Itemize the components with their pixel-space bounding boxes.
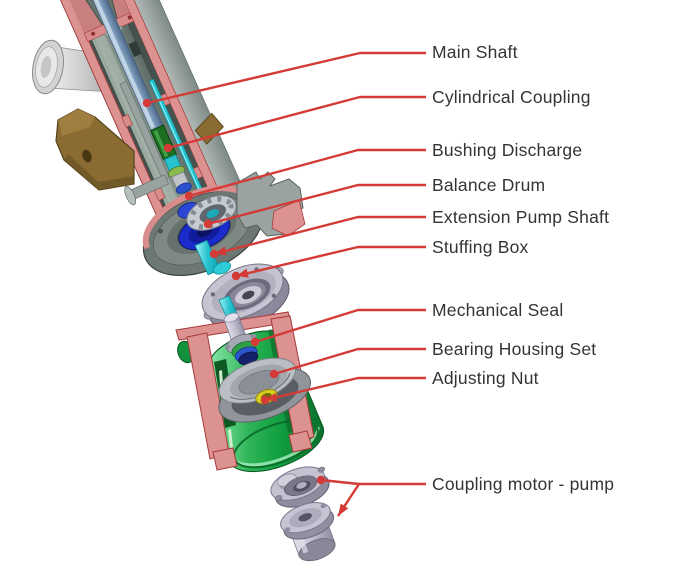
blue-spacer-ring	[175, 182, 192, 194]
label-main-shaft: Main Shaft	[432, 42, 518, 62]
drain-pipe	[119, 80, 170, 206]
leader-stuffing-box	[235, 245, 426, 278]
leader-mechanical-seal	[254, 308, 426, 344]
pump-casing-cutaway	[58, 0, 251, 242]
leader-bearing-housing-set	[273, 347, 426, 376]
foot-bracket	[55, 108, 135, 191]
label-mechanical-seal: Mechanical Seal	[432, 300, 564, 320]
label-stuffing-box: Stuffing Box	[432, 237, 529, 257]
leader-extension-pump-shaft	[213, 215, 426, 256]
leader-cylindrical-coupling	[167, 95, 426, 150]
mechanical-seal-part	[223, 312, 259, 365]
support-bracket-hook	[236, 171, 306, 237]
label-extension-pump-shaft: Extension Pump Shaft	[432, 207, 610, 227]
coupling-motor-half	[280, 502, 336, 562]
label-bearing-housing-set: Bearing Housing Set	[432, 339, 597, 359]
label-coupling-motor-pump: Coupling motor - pump	[432, 474, 615, 494]
label-cylindrical-coupling: Cylindrical Coupling	[432, 87, 591, 107]
casing-outer-face	[119, 0, 251, 215]
label-bushing-discharge: Bushing Discharge	[432, 140, 583, 160]
leader-lines	[146, 51, 426, 517]
leader-endpoints	[142, 98, 349, 516]
leader-main-shaft	[146, 51, 426, 105]
coupling-pump-half	[270, 466, 330, 508]
leader-adjusting-nut	[264, 376, 426, 402]
leader-coupling-upper	[320, 478, 426, 486]
label-adjusting-nut: Adjusting Nut	[432, 368, 539, 388]
leader-balance-drum	[207, 183, 426, 226]
extension-pump-shaft-part	[194, 239, 231, 276]
label-balance-drum: Balance Drum	[432, 175, 546, 195]
leader-bushing-discharge	[188, 148, 426, 198]
